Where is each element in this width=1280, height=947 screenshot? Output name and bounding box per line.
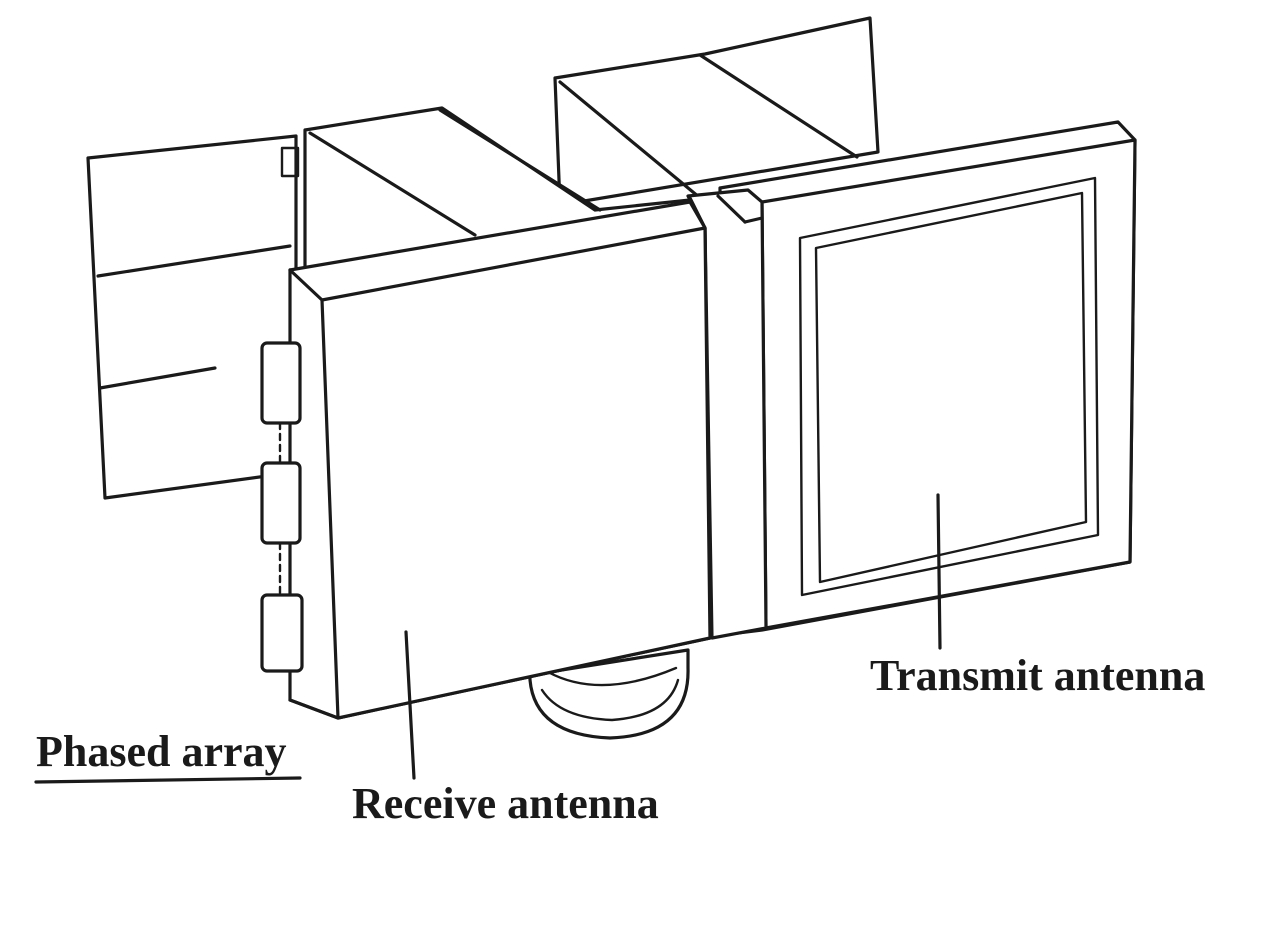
label-receive-antenna: Receive antenna	[352, 779, 659, 828]
base-pedestal	[528, 648, 690, 740]
leader-lines	[404, 493, 942, 780]
receive-antenna-panel	[288, 200, 712, 720]
label-transmit-antenna: Transmit antenna	[870, 651, 1205, 700]
transmit-antenna-panel	[718, 120, 1137, 637]
side-connectors	[260, 341, 304, 673]
phased-array-panels	[86, 134, 300, 500]
label-phased-array: Phased array	[36, 727, 287, 776]
label-phased-array-underline	[34, 776, 302, 784]
